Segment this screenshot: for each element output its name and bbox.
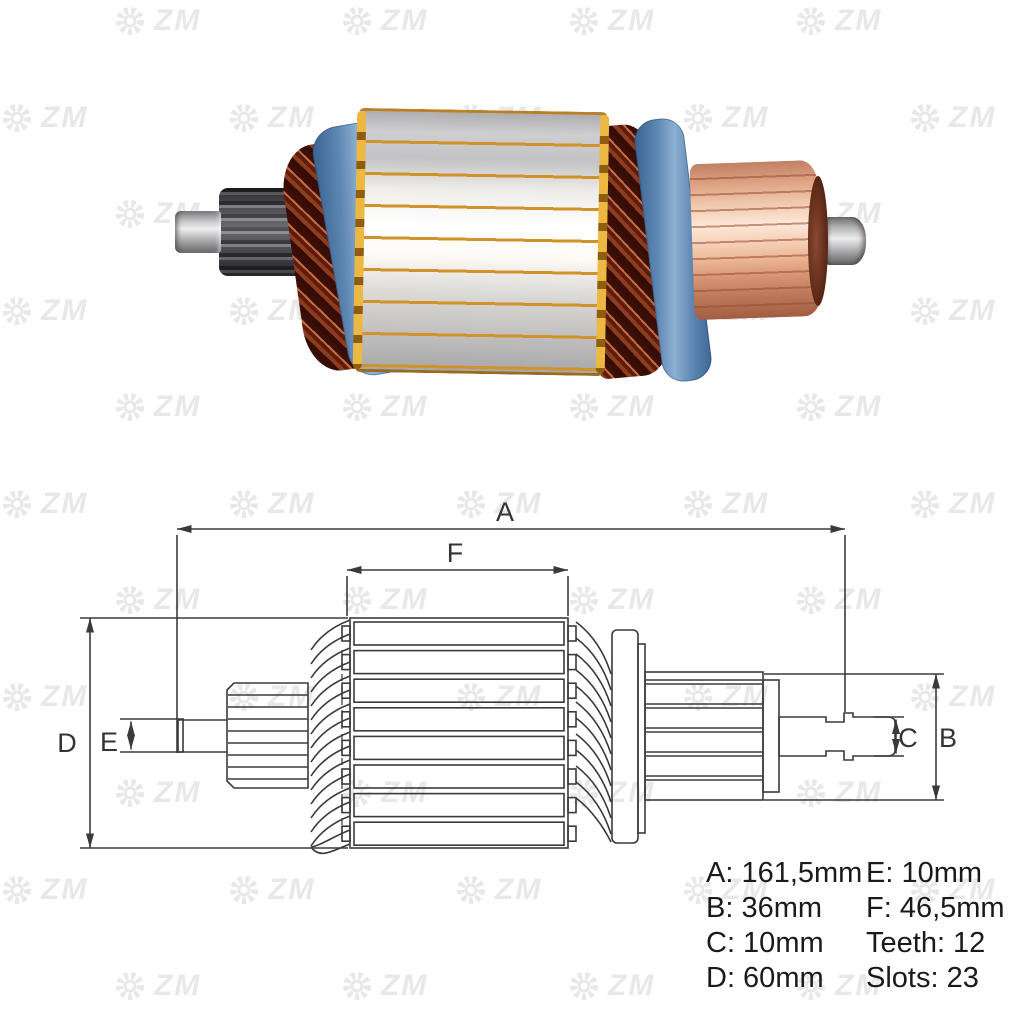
dim-label-d: D — [57, 728, 77, 758]
dim-label-f: F — [447, 538, 464, 568]
spec-b: B: 36mm — [706, 892, 823, 924]
commutator — [689, 159, 823, 321]
right-end-windings — [575, 621, 612, 843]
dim-label-c: C — [898, 723, 918, 753]
spec-teeth: Teeth: 12 — [866, 927, 986, 959]
core-outline — [349, 617, 569, 849]
dim-label-a: A — [496, 500, 514, 527]
spec-d: D: 60mm — [706, 962, 824, 994]
dim-label-b: B — [939, 723, 957, 753]
armature-outline — [177, 617, 896, 855]
spec-list: A: 161,5mm E: 10mm B: 36mm F: 46,5mm C: … — [706, 856, 1005, 996]
spec-slots: Slots: 23 — [866, 962, 979, 994]
rear-shaft-outline — [779, 712, 896, 761]
dimension-drawing: A F D E C B — [57, 500, 957, 855]
gear-outline — [226, 682, 309, 789]
dimension-lines — [80, 525, 944, 849]
commutator-bar-lines — [646, 679, 762, 781]
commutator-cap — [762, 679, 780, 793]
right-shaft — [826, 217, 866, 265]
spec-a: A: 161,5mm — [706, 857, 863, 889]
lamination-core — [354, 107, 608, 377]
spec-f: F: 46,5mm — [866, 892, 1005, 924]
flange-inner-plate — [637, 643, 646, 834]
spec-c: C: 10mm — [706, 927, 824, 959]
dim-label-e: E — [100, 727, 118, 757]
commutator-end-face — [808, 176, 828, 306]
dimension-labels: A F D E C B — [57, 500, 957, 758]
core-slot-lines — [341, 621, 577, 847]
left-shaft — [175, 211, 221, 253]
spec-e: E: 10mm — [866, 857, 983, 889]
flange-plate — [611, 629, 639, 844]
gear-teeth-lines — [228, 694, 308, 780]
